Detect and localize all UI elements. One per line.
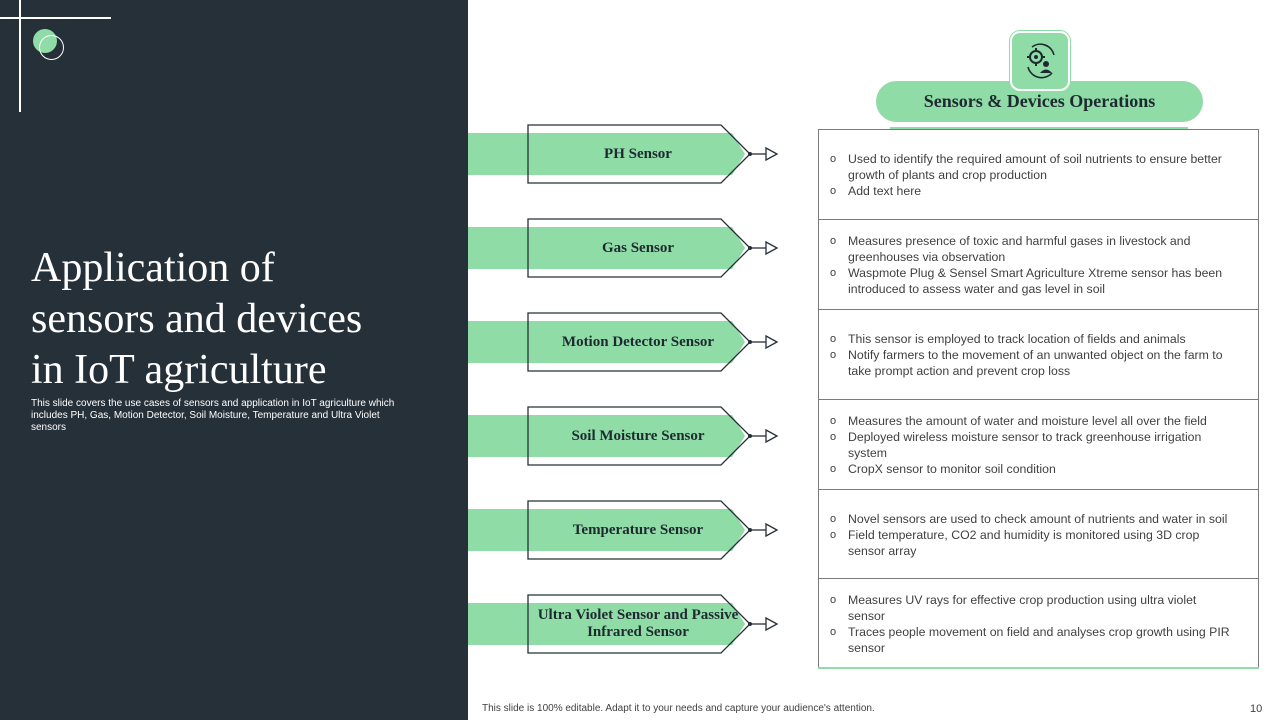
left-title-panel: Application of sensors and devices in Io… [0, 0, 468, 720]
decorative-horizontal-line [0, 17, 111, 19]
sensor-row-gas: Gas Sensor [468, 218, 780, 278]
gear-person-cycle-icon [1010, 31, 1070, 91]
description-bullet: Novel sensors are used to check amount o… [829, 511, 1236, 527]
page-number: 10 [1250, 703, 1263, 715]
sensor-row-temperature: Temperature Sensor [468, 500, 780, 560]
description-cell-gas: Measures presence of toxic and harmful g… [819, 219, 1258, 310]
description-bullet: Measures the amount of water and moistur… [829, 413, 1236, 429]
title-line: sensors and devices [31, 296, 363, 342]
description-bullet: Field temperature, CO2 and humidity is m… [829, 527, 1236, 559]
title-line: in IoT agriculture [31, 347, 327, 393]
footer-note: This slide is 100% editable. Adapt it to… [482, 703, 875, 714]
sensor-chevron-shape [468, 406, 779, 466]
sensor-label: PH Sensor [604, 145, 672, 162]
slide-title: Application of sensors and devices in Io… [31, 243, 451, 396]
descriptions-table: Used to identify the required amount of … [818, 129, 1259, 669]
description-bullet: Waspmote Plug & Sensel Smart Agriculture… [829, 265, 1236, 297]
sensor-label: Gas Sensor [601, 239, 675, 256]
description-bullet: Deployed wireless moisture sensor to tra… [829, 429, 1236, 461]
sensor-label: Ultra Violet Sensor and Passive Infrared… [537, 607, 739, 640]
table-bottom-accent [818, 667, 1259, 669]
description-cell-uv-pir: Measures UV rays for effective crop prod… [819, 578, 1258, 668]
description-cell-motion: This sensor is employed to track locatio… [819, 309, 1258, 400]
description-bullet: Add text here [829, 183, 1236, 199]
description-cell-temperature: Novel sensors are used to check amount o… [819, 489, 1258, 579]
decorative-vertical-line [19, 0, 21, 112]
sensor-chevron-shape [468, 312, 779, 372]
decorative-ring-circle [39, 35, 64, 60]
header-underline [890, 127, 1188, 130]
description-bullet: Notify farmers to the movement of an unw… [829, 347, 1236, 379]
sensor-label: Soil Moisture Sensor [571, 427, 705, 444]
sensor-label: Motion Detector Sensor [561, 333, 715, 350]
sensor-chevron-shape [468, 594, 779, 654]
sensor-row-motion: Motion Detector Sensor [468, 312, 780, 372]
sensor-chevron-shape [468, 218, 779, 278]
description-bullet: CropX sensor to monitor soil condition [829, 461, 1236, 477]
sensor-row-soil-moisture: Soil Moisture Sensor [468, 406, 780, 466]
description-bullet: Measures UV rays for effective crop prod… [829, 592, 1236, 624]
sensor-label: Temperature Sensor [572, 521, 704, 538]
description-bullet: This sensor is employed to track locatio… [829, 331, 1236, 347]
slide-subtitle: This slide covers the use cases of senso… [31, 398, 395, 433]
sensor-row-ph: PH Sensor [468, 124, 780, 184]
description-bullet: Measures presence of toxic and harmful g… [829, 233, 1236, 265]
description-cell-soil-moisture: Measures the amount of water and moistur… [819, 399, 1258, 490]
sensor-row-uv-pir: Ultra Violet Sensor and Passive Infrared… [468, 594, 780, 654]
title-line: Application of [31, 245, 275, 291]
sensor-chevron-shape [468, 500, 779, 560]
description-cell-ph: Used to identify the required amount of … [819, 130, 1258, 220]
description-bullet: Used to identify the required amount of … [829, 151, 1236, 183]
description-bullet: Traces people movement on field and anal… [829, 624, 1236, 656]
sensor-chevron-shape [468, 124, 779, 184]
